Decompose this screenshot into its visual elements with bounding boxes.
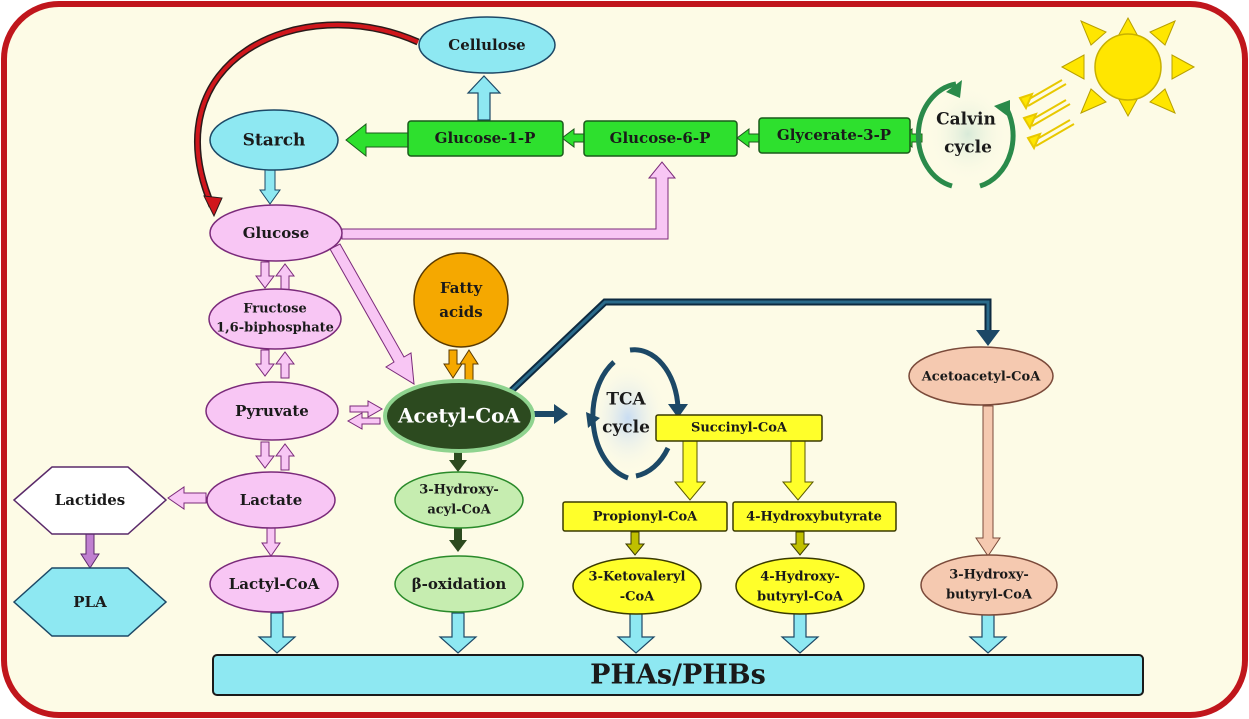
- arrow-propionyl-to-ketovaleryl: [624, 531, 646, 556]
- node-3-hydroxyacyl-coa: 3-Hydroxy- acyl-CoA: [394, 471, 524, 529]
- calvin-cycle-label-line2: cycle: [944, 138, 992, 158]
- arrows-to-phas: [257, 612, 1008, 654]
- node-glucose-1-p-label: Glucose-1-P: [435, 129, 536, 147]
- node-pla: PLA: [12, 567, 168, 637]
- node-4-hydroxybutyrate-label: 4-Hydroxybutyrate: [746, 510, 882, 525]
- light-rays-icon: [1018, 79, 1075, 151]
- arrow-acetyl-to-tca: [532, 404, 568, 424]
- node-cellulose-label: Cellulose: [448, 36, 525, 54]
- arrow-fructose-pyruvate: [255, 349, 295, 379]
- node-starch: Starch: [209, 109, 339, 171]
- node-starch-label: Starch: [243, 131, 306, 151]
- node-hydroxyacyl-label-line2: acyl-CoA: [427, 503, 491, 518]
- node-4-hydroxybutyrate: 4-Hydroxybutyrate: [732, 501, 897, 532]
- node-glucose-1-p: Glucose-1-P: [407, 120, 564, 157]
- arrow-g1p-to-cellulose: [466, 75, 502, 121]
- arrow-acetoacetyl-to-3hb: [975, 405, 1001, 557]
- node-lactides-label: Lactides: [55, 491, 126, 509]
- node-fructose-label-line1: Fructose: [243, 302, 306, 317]
- arrow-glucose-to-g6p: [341, 161, 677, 240]
- arrow-lactate-to-lactylcoa: [261, 526, 281, 557]
- node-propionyl-coa: Propionyl-CoA: [562, 501, 728, 532]
- node-lactate-label: Lactate: [240, 491, 303, 509]
- node-lactyl-coa-label: Lactyl-CoA: [229, 575, 320, 593]
- arrow-g6p-to-g1p: [561, 128, 585, 148]
- arrow-4hb-to-4hbcoa: [789, 531, 811, 556]
- arrow-pyruvate-acetyl: [346, 400, 384, 430]
- node-fructose-biphosphate: Fructose 1,6-biphosphate: [208, 288, 342, 350]
- arrow-succinyl-to-4hb: [781, 440, 815, 501]
- node-lactyl-coa: Lactyl-CoA: [209, 555, 339, 613]
- node-phas-phbs: PHAs/PHBs: [212, 654, 1144, 696]
- node-4hb-coa-label-line2: butyryl-CoA: [757, 590, 844, 605]
- node-glycerate-3-p-label: Glycerate-3-P: [777, 126, 891, 144]
- arrow-g3p-to-g6p: [736, 128, 760, 148]
- node-glucose-6-p-label: Glucose-6-P: [610, 129, 711, 147]
- arrow-g1p-to-starch: [345, 122, 409, 158]
- node-succinyl-coa: Succinyl-CoA: [655, 414, 823, 442]
- node-fatty-acids-label-line2: acids: [439, 303, 482, 321]
- node-glycerate-3-p: Glycerate-3-P: [758, 117, 911, 154]
- node-pyruvate: Pyruvate: [205, 381, 339, 441]
- tca-cycle-label-line2: cycle: [602, 418, 650, 438]
- node-fatty-acids: Fatty acids: [413, 252, 509, 348]
- node-3hb-coa-label-line2: butyryl-CoA: [946, 588, 1033, 603]
- node-pla-label: PLA: [73, 593, 107, 611]
- arrow-starch-to-glucose: [259, 169, 281, 205]
- node-glucose-label: Glucose: [243, 224, 310, 242]
- node-4hb-coa-label-line1: 4-Hydroxy-: [760, 570, 840, 585]
- node-fatty-acids-label-line1: Fatty: [440, 279, 483, 297]
- node-succinyl-coa-label: Succinyl-CoA: [691, 421, 788, 436]
- node-propionyl-coa-label: Propionyl-CoA: [593, 510, 698, 525]
- node-ketovaleryl-label-line1: 3-Ketovaleryl: [589, 570, 686, 585]
- node-acetoacetyl-coa-label: Acetoacetyl-CoA: [921, 370, 1041, 385]
- node-3hb-coa-label-line1: 3-Hydroxy-: [949, 568, 1029, 583]
- node-3-hydroxybutyryl-coa: 3-Hydroxy- butyryl-CoA: [920, 554, 1058, 616]
- node-lactides: Lactides: [12, 466, 168, 535]
- calvin-cycle-label-line1: Calvin: [936, 110, 996, 130]
- arrow-pyruvate-lactate: [255, 441, 295, 471]
- arrow-lactides-to-pla: [80, 533, 100, 569]
- arrow-glucose-fructose: [255, 261, 295, 291]
- node-3-ketovaleryl-coa: 3-Ketovaleryl -CoA: [572, 557, 702, 615]
- node-ketovaleryl-label-line2: -CoA: [620, 590, 655, 605]
- tca-cycle: TCA cycle: [586, 347, 688, 481]
- node-glucose-6-p: Glucose-6-P: [583, 120, 738, 157]
- calvin-cycle: Calvin cycle: [915, 80, 1016, 189]
- node-acetyl-coa-label: Acetyl-CoA: [397, 404, 520, 428]
- node-beta-oxidation-label: β-oxidation: [412, 575, 507, 593]
- node-pyruvate-label: Pyruvate: [235, 402, 309, 420]
- arrow-glucose-to-acetyl: [329, 243, 415, 385]
- tca-cycle-label-line1: TCA: [606, 390, 646, 410]
- arrow-fatty-acetyl: [443, 349, 479, 381]
- node-glucose: Glucose: [209, 204, 343, 262]
- node-fructose-label-line2: 1,6-biphosphate: [216, 321, 334, 336]
- arrow-succinyl-to-propionyl: [673, 440, 707, 501]
- node-acetoacetyl-coa: Acetoacetyl-CoA: [908, 346, 1054, 406]
- node-cellulose: Cellulose: [418, 16, 556, 74]
- sun-icon: [1060, 16, 1196, 118]
- arrow-lactate-to-lactides: [167, 486, 207, 510]
- node-lactate: Lactate: [206, 471, 336, 529]
- node-acetyl-coa: Acetyl-CoA: [383, 379, 535, 453]
- node-4-hydroxybutyryl-coa: 4-Hydroxy- butyryl-CoA: [735, 557, 865, 615]
- arrow-hydroxyacyl-to-beta: [449, 528, 467, 552]
- node-beta-oxidation: β-oxidation: [394, 555, 524, 613]
- node-hydroxyacyl-label-line1: 3-Hydroxy-: [419, 483, 499, 498]
- node-phas-phbs-label: PHAs/PHBs: [590, 660, 766, 691]
- arrow-acetyl-to-hydroxyacyl: [449, 450, 467, 472]
